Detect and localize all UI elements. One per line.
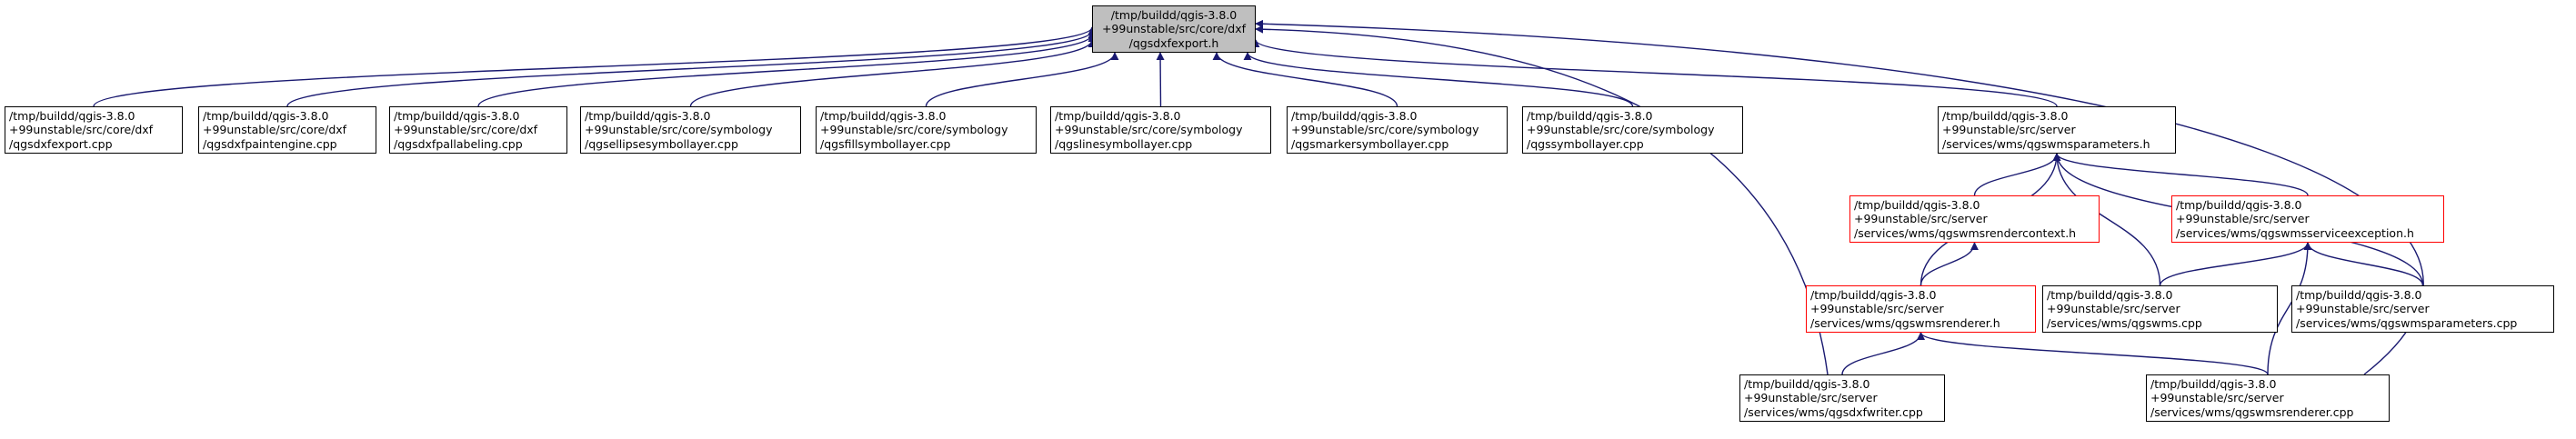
node-label-line: /qgsdxfexport.cpp [9,136,113,151]
node-label-line: +99unstable/src/core/symbology [1291,123,1479,137]
node-label-line: /tmp/buildd/qgis-3.8.0 [394,108,520,123]
node-label-line: /qgsellipsesymbollayer.cpp [585,136,738,151]
node-label-line: +99unstable/src/core/dxf [9,123,154,137]
node-label-line: +99unstable/src/core/symbology [820,123,1008,137]
node-label-line: /services/wms/qgswmsparameters.h [1942,136,2150,151]
node-label-line: +99unstable/src/server [1810,302,1944,316]
node-label-line: /tmp/buildd/qgis-3.8.0 [1942,108,2069,123]
node-label-line: +99unstable/src/core/dxf [394,123,538,137]
edge-wmsrenderer-h-to-wmsrendercontext-h [1919,242,1979,286]
node-symbollayer-cpp[interactable]: /tmp/buildd/qgis-3.8.0+99unstable/src/co… [1522,106,1743,154]
node-label-line: /services/wms/qgswms.cpp [2047,315,2202,330]
node-label-line: /qgsfillsymbollayer.cpp [820,136,951,151]
node-label-line: /tmp/buildd/qgis-3.8.0 [1291,108,1418,123]
node-markersymbollayer-cpp[interactable]: /tmp/buildd/qgis-3.8.0+99unstable/src/co… [1287,106,1508,154]
node-label-line: /tmp/buildd/qgis-3.8.0 [2176,197,2302,212]
node-label-line: /tmp/buildd/qgis-3.8.0 [1810,287,1937,302]
node-label-line: /services/wms/qgswmsserviceexception.h [2176,225,2414,240]
node-label-line: +99unstable/src/core/dxf [203,123,347,137]
node-label-line: /services/wms/qgswmsrendercontext.h [1854,225,2077,240]
node-label-line: /qgslinesymbollayer.cpp [1055,136,1193,151]
edge-dxfpallabeling-cpp-to-root [477,34,1097,107]
edge-wms-cpp-to-wmsserviceexception-h [2159,242,2312,286]
node-label-line: /tmp/buildd/qgis-3.8.0 [585,108,711,123]
node-linesymbollayer-cpp[interactable]: /tmp/buildd/qgis-3.8.0+99unstable/src/co… [1050,106,1271,154]
edge-dxfwriter-cpp-to-root [1255,25,1829,375]
node-label-line: /tmp/buildd/qgis-3.8.0 [1854,197,1980,212]
node-label-line: +99unstable/src/server [2296,302,2430,316]
node-label-line: /services/wms/qgsdxfwriter.cpp [1744,404,1923,419]
node-wmsserviceexception-h[interactable]: /tmp/buildd/qgis-3.8.0+99unstable/src/se… [2171,195,2444,243]
node-label-line: /qgssymbollayer.cpp [1527,136,1644,151]
edge-wmsrenderer-cpp-to-wmsrenderer-h [1917,332,2269,375]
edge-ellipsesymbollayer-cpp-to-root [689,39,1097,107]
edge-linesymbollayer-cpp-to-root [1156,52,1165,107]
node-label-line: /tmp/buildd/qgis-3.8.0 [1744,376,1870,391]
node-label-line: +99unstable/src/server [2047,302,2180,316]
node-label-line: /tmp/buildd/qgis-3.8.0 [2150,376,2277,391]
node-wmsrendercontext-h[interactable]: /tmp/buildd/qgis-3.8.0+99unstable/src/se… [1849,195,2100,243]
edge-wmsparameters-cpp-to-wmsserviceexception-h [2303,242,2424,286]
node-root[interactable]: /tmp/buildd/qgis-3.8.0+99unstable/src/co… [1092,5,1256,53]
edge-dxfexport-cpp-to-root [93,26,1097,107]
edge-wmsrendercontext-h-to-wmsparameters-h [1973,153,2061,196]
node-label-line: +99unstable/src/server [1854,212,1988,226]
node-ellipsesymbollayer-cpp[interactable]: /tmp/buildd/qgis-3.8.0+99unstable/src/co… [580,106,801,154]
node-label-line: /tmp/buildd/qgis-3.8.0 [820,108,947,123]
node-label-line: /qgsmarkersymbollayer.cpp [1291,136,1449,151]
node-label-line: +99unstable/src/core/symbology [1527,123,1715,137]
node-dxfexport-cpp[interactable]: /tmp/buildd/qgis-3.8.0+99unstable/src/co… [5,106,183,154]
node-label-line: +99unstable/src/server [1744,391,1878,405]
node-label-line: +99unstable/src/server [2176,212,2310,226]
node-label-line: /tmp/buildd/qgis-3.8.0 [1110,7,1238,22]
node-label-line: /tmp/buildd/qgis-3.8.0 [1527,108,1653,123]
node-label-line: +99unstable/src/core/dxf [1101,22,1247,36]
node-label-line: /tmp/buildd/qgis-3.8.0 [1055,108,1181,123]
node-dxfpaintengine-cpp[interactable]: /tmp/buildd/qgis-3.8.0+99unstable/src/co… [198,106,376,154]
node-label-line: /qgsdxfpaintengine.cpp [203,136,337,151]
node-dxfpallabeling-cpp[interactable]: /tmp/buildd/qgis-3.8.0+99unstable/src/co… [389,106,567,154]
edge-wmsrenderer-cpp-to-wmsserviceexception-h [2267,242,2312,375]
node-wmsparameters-cpp[interactable]: /tmp/buildd/qgis-3.8.0+99unstable/src/se… [2291,285,2554,333]
edge-dxfpaintengine-cpp-to-root [286,30,1097,107]
node-fillsymbollayer-cpp[interactable]: /tmp/buildd/qgis-3.8.0+99unstable/src/co… [816,106,1037,154]
node-label-line: /qgsdxfpallabeling.cpp [394,136,523,151]
node-label-line: /services/wms/qgswmsrenderer.h [1810,315,2000,330]
edge-wmsparameters-h-to-root [1251,39,2058,107]
node-dxfwriter-cpp[interactable]: /tmp/buildd/qgis-3.8.0+99unstable/src/se… [1739,374,1945,422]
node-wmsparameters-h[interactable]: /tmp/buildd/qgis-3.8.0+99unstable/src/se… [1938,106,2176,154]
edge-wmsserviceexception-h-to-wmsparameters-h [2052,153,2309,196]
node-wmsrenderer-h[interactable]: /tmp/buildd/qgis-3.8.0+99unstable/src/se… [1806,285,2036,333]
node-label-line: /services/wms/qgswmsparameters.cpp [2296,315,2518,330]
node-label-line: +99unstable/src/core/symbology [585,123,773,137]
node-label-line: /tmp/buildd/qgis-3.8.0 [9,108,135,123]
node-label-line: /tmp/buildd/qgis-3.8.0 [2047,287,2173,302]
node-label-line: /tmp/buildd/qgis-3.8.0 [203,108,329,123]
node-label-line: /qgsdxfexport.h [1128,35,1219,50]
edge-symbollayer-cpp-to-root [1243,52,1634,107]
node-wms-cpp[interactable]: /tmp/buildd/qgis-3.8.0+99unstable/src/se… [2042,285,2278,333]
node-label-line: /services/wms/qgswmsrenderer.cpp [2150,404,2354,419]
edge-wms-cpp-to-wmsparameters-h [2052,153,2161,286]
node-wmsrenderer-cpp[interactable]: /tmp/buildd/qgis-3.8.0+99unstable/src/se… [2146,374,2390,422]
node-label-line: +99unstable/src/server [1942,123,2076,137]
node-label-line: /tmp/buildd/qgis-3.8.0 [2296,287,2422,302]
edge-fillsymbollayer-cpp-to-root [925,52,1119,107]
node-label-line: +99unstable/src/server [2150,391,2284,405]
edge-markersymbollayer-cpp-to-root [1212,52,1398,107]
node-label-line: +99unstable/src/core/symbology [1055,123,1243,137]
edge-dxfwriter-cpp-to-wmsrenderer-h [1841,332,1925,375]
